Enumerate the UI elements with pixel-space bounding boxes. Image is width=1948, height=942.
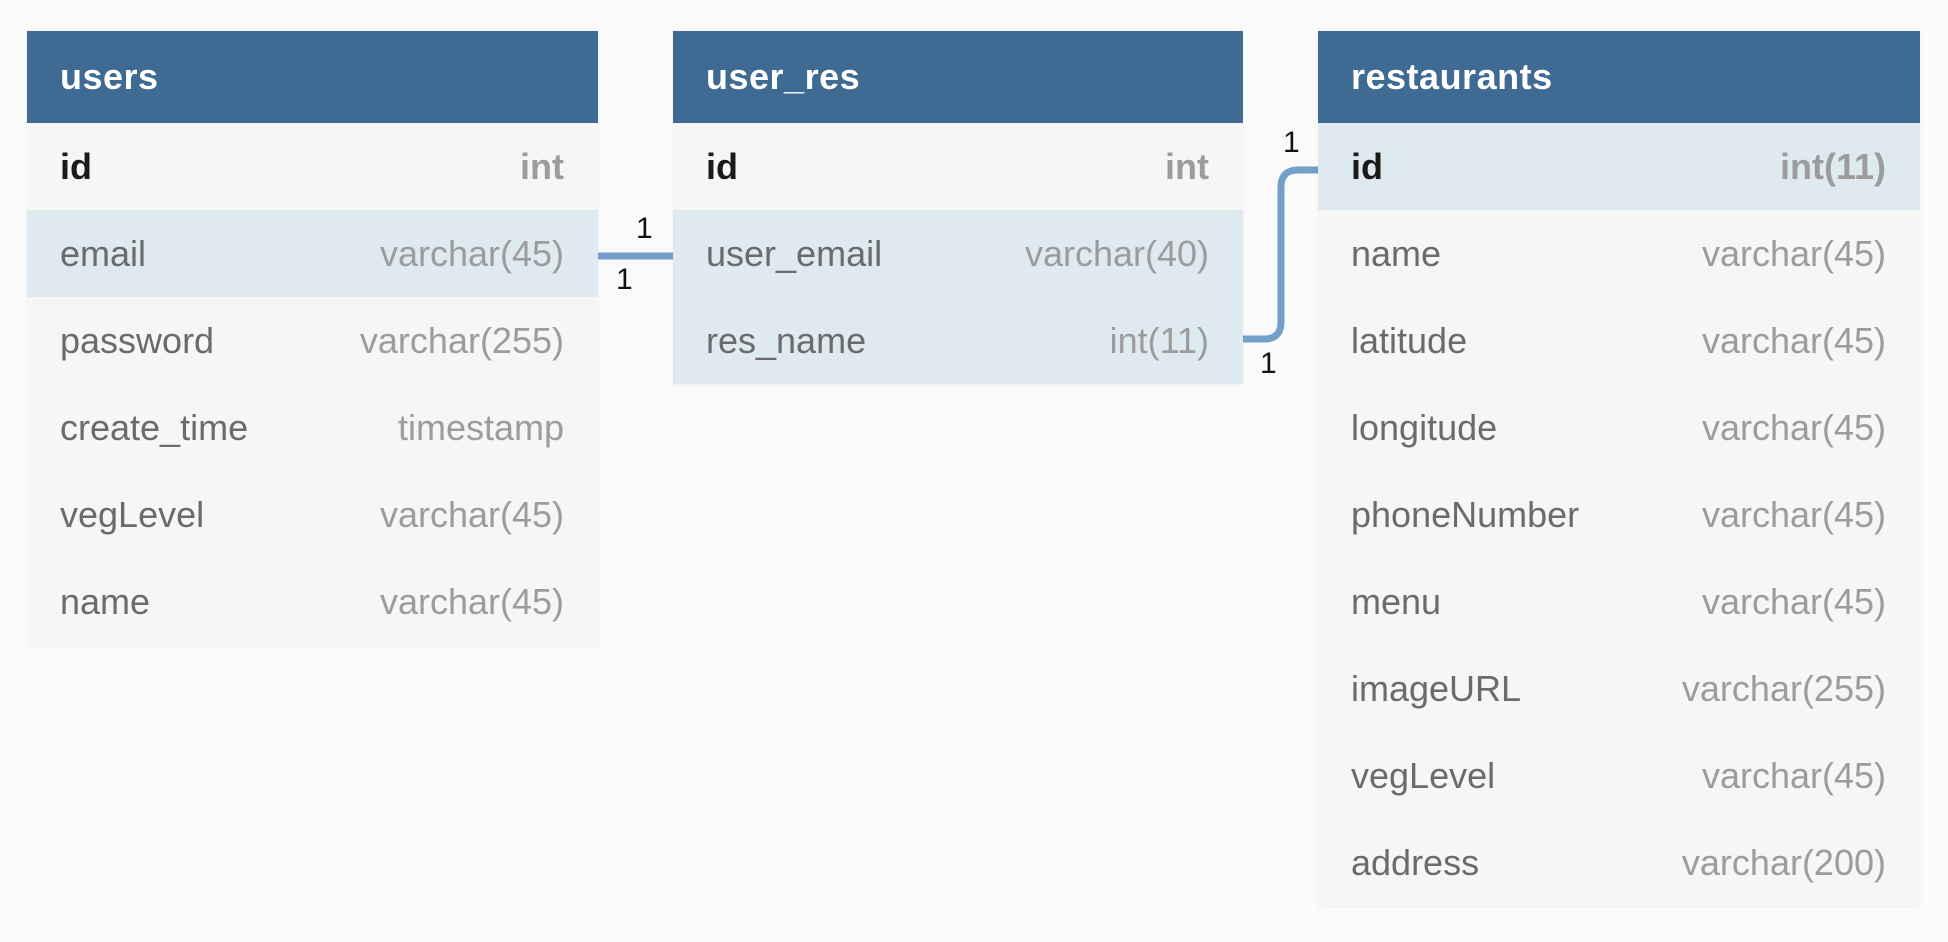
cardinality-label: 1: [1283, 126, 1300, 159]
column-type: int(11): [1779, 145, 1886, 187]
column-row-id[interactable]: id int(11): [1318, 123, 1920, 210]
table-users[interactable]: users id int email varchar(45) password varch…: [27, 31, 598, 645]
column-row-name[interactable]: name varchar(45): [27, 558, 598, 645]
column-name: name: [60, 580, 151, 622]
column-row-res_name[interactable]: res_name int(11): [673, 297, 1243, 384]
column-row-user_email[interactable]: user_email varchar(40): [673, 210, 1243, 297]
cardinality-label: 1: [616, 263, 633, 296]
cardinality-label: 1: [1260, 347, 1277, 380]
column-name: id: [60, 145, 92, 187]
column-row-vegLevel[interactable]: vegLevel varchar(45): [27, 471, 598, 558]
table-user-res-rows: id int user_email varchar(40) res_name int(11…: [673, 123, 1243, 384]
column-type: int: [1165, 145, 1209, 187]
column-name: address: [1351, 841, 1480, 883]
column-row-longitude[interactable]: longitude varchar(45): [1318, 384, 1920, 471]
column-name: phoneNumber: [1351, 493, 1580, 535]
table-restaurants-title: restaurants: [1318, 31, 1920, 123]
column-name: vegLevel: [1351, 754, 1496, 796]
column-name: latitude: [1351, 319, 1468, 361]
column-type: int: [520, 145, 564, 187]
column-row-imageURL[interactable]: imageURL varchar(255): [1318, 645, 1920, 732]
column-type: varchar(45): [1701, 754, 1886, 796]
column-name: email: [60, 232, 147, 274]
relationship-line-user_res-restaurants[interactable]: [1243, 166, 1318, 343]
column-row-vegLevel[interactable]: vegLevel varchar(45): [1318, 732, 1920, 819]
column-name: id: [706, 145, 738, 187]
column-row-menu[interactable]: menu varchar(45): [1318, 558, 1920, 645]
column-name: create_time: [60, 406, 249, 448]
table-restaurants-rows: id int(11) name varchar(45) latitude varchar(…: [1318, 123, 1920, 906]
column-name: vegLevel: [60, 493, 205, 535]
column-type: varchar(45): [1701, 319, 1886, 361]
column-type: varchar(45): [379, 493, 564, 535]
column-type: varchar(45): [379, 580, 564, 622]
column-type: varchar(45): [1701, 493, 1886, 535]
column-name: id: [1351, 145, 1383, 187]
column-name: longitude: [1351, 406, 1498, 448]
column-row-name[interactable]: name varchar(45): [1318, 210, 1920, 297]
column-row-address[interactable]: address varchar(200): [1318, 819, 1920, 906]
column-type: varchar(45): [1701, 232, 1886, 274]
column-type: varchar(40): [1024, 232, 1209, 274]
column-type: varchar(200): [1681, 841, 1886, 883]
column-row-email[interactable]: email varchar(45): [27, 210, 598, 297]
column-row-id[interactable]: id int: [673, 123, 1243, 210]
table-user-res-title: user_res: [673, 31, 1243, 123]
column-name: user_email: [706, 232, 883, 274]
cardinality-label: 1: [636, 212, 653, 245]
table-users-rows: id int email varchar(45) password varchar(255…: [27, 123, 598, 645]
column-row-phoneNumber[interactable]: phoneNumber varchar(45): [1318, 471, 1920, 558]
column-name: imageURL: [1351, 667, 1522, 709]
column-row-id[interactable]: id int: [27, 123, 598, 210]
column-row-password[interactable]: password varchar(255): [27, 297, 598, 384]
table-users-title: users: [27, 31, 598, 123]
column-row-latitude[interactable]: latitude varchar(45): [1318, 297, 1920, 384]
column-name: menu: [1351, 580, 1442, 622]
column-type: varchar(45): [1701, 580, 1886, 622]
column-type: timestamp: [397, 406, 564, 448]
column-type: varchar(255): [359, 319, 564, 361]
column-name: res_name: [706, 319, 867, 361]
column-row-create_time[interactable]: create_time timestamp: [27, 384, 598, 471]
column-name: name: [1351, 232, 1442, 274]
table-user-res[interactable]: user_res id int user_email varchar(40) res_n…: [673, 31, 1243, 384]
column-type: varchar(45): [379, 232, 564, 274]
column-type: varchar(255): [1681, 667, 1886, 709]
column-name: password: [60, 319, 215, 361]
column-type: int(11): [1109, 319, 1209, 361]
column-type: varchar(45): [1701, 406, 1886, 448]
